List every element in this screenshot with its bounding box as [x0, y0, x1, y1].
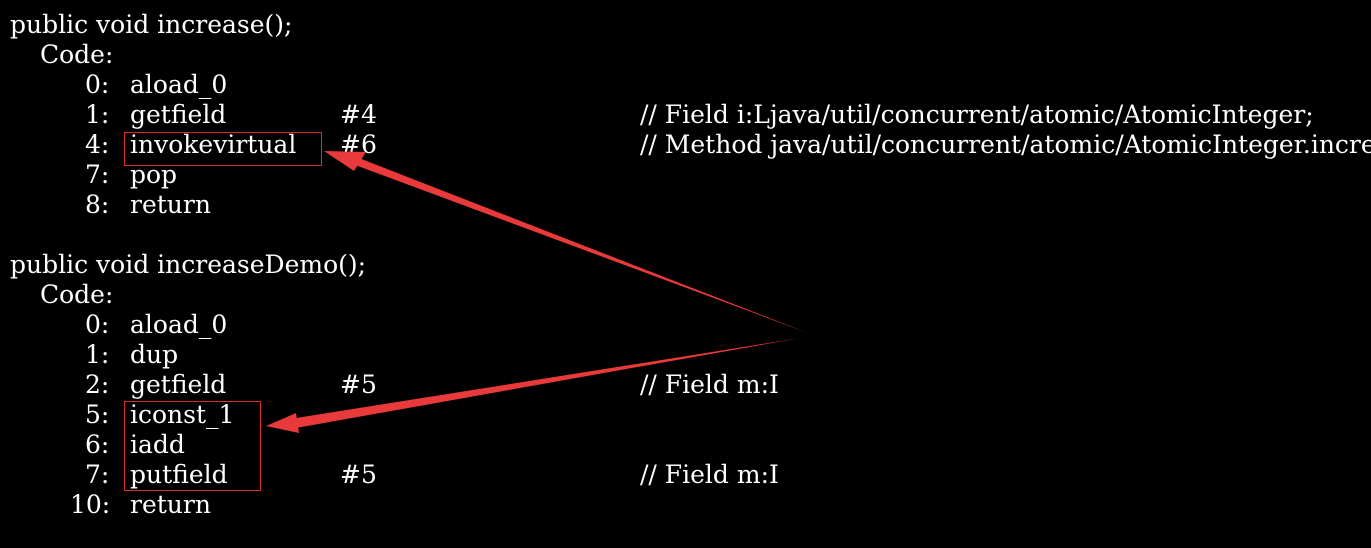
bytecode-index: 8:	[85, 190, 110, 219]
method-signature-increase: public void increase();	[10, 10, 292, 40]
bytecode-opcode: putfield	[130, 460, 228, 489]
bytecode-argument: #4	[340, 100, 377, 129]
arrow-to-invokevirtual	[355, 158, 808, 333]
bytecode-comment: // Field m:I	[640, 370, 779, 399]
bytecode-opcode: getfield	[130, 370, 227, 399]
bytecode-line: 2: getfield #5 // Field m:I	[10, 370, 779, 400]
bytecode-index: 7:	[85, 460, 110, 489]
highlight-box-iadd-sequence	[124, 401, 261, 491]
bytecode-opcode: iconst_1	[130, 400, 235, 429]
bytecode-index: 1:	[85, 100, 110, 129]
highlight-box-invokevirtual	[124, 132, 322, 166]
bytecode-line: 10: return	[10, 490, 211, 520]
bytecode-opcode: iadd	[130, 430, 185, 459]
bytecode-comment: // Field i:Ljava/util/concurrent/atomic/…	[640, 100, 1314, 129]
bytecode-line: 7: pop	[10, 160, 177, 190]
code-label: Code:	[10, 280, 113, 310]
code-label-text: Code:	[40, 40, 114, 69]
bytecode-index: 10:	[70, 490, 111, 519]
bytecode-opcode: aload_0	[130, 310, 228, 339]
bytecode-opcode: getfield	[130, 100, 227, 129]
bytecode-opcode: invokevirtual	[130, 130, 297, 159]
bytecode-index: 0:	[85, 70, 110, 99]
bytecode-line: 8: return	[10, 190, 211, 220]
bytecode-line: 5: iconst_1	[10, 400, 234, 430]
bytecode-line: 1: getfield #4 // Field i:Ljava/util/con…	[10, 100, 1314, 130]
bytecode-opcode: aload_0	[130, 70, 228, 99]
bytecode-comment: // Field m:I	[640, 460, 779, 489]
bytecode-opcode: pop	[130, 160, 178, 189]
bytecode-index: 5:	[85, 400, 110, 429]
signature-text: public void increase();	[10, 10, 293, 39]
bytecode-comment: // Method java/util/concurrent/atomic/At…	[640, 130, 1371, 159]
bytecode-opcode: dup	[130, 340, 179, 369]
method-signature-increase-demo: public void increaseDemo();	[10, 250, 366, 280]
bytecode-index: 7:	[85, 160, 110, 189]
bytecode-line: 1: dup	[10, 340, 178, 370]
bytecode-index: 6:	[85, 430, 110, 459]
bytecode-line: 7: putfield #5 // Field m:I	[10, 460, 779, 490]
bytecode-opcode: return	[130, 190, 211, 219]
bytecode-line: 0: aload_0	[10, 310, 227, 340]
bytecode-line: 0: aload_0	[10, 70, 227, 100]
bytecode-index: 4:	[85, 130, 110, 159]
bytecode-index: 0:	[85, 310, 110, 339]
bytecode-line: 6: iadd	[10, 430, 185, 460]
bytecode-opcode: return	[130, 490, 211, 519]
bytecode-argument: #5	[340, 460, 377, 489]
bytecode-argument: #5	[340, 370, 377, 399]
signature-text: public void increaseDemo();	[10, 250, 367, 279]
code-label-text: Code:	[40, 280, 114, 309]
bytecode-index: 2:	[85, 370, 110, 399]
bytecode-index: 1:	[85, 340, 110, 369]
bytecode-line: 4: invokevirtual #6 // Method java/util/…	[10, 130, 1371, 160]
code-label: Code:	[10, 40, 113, 70]
arrowhead-iadd-sequence	[266, 413, 299, 433]
bytecode-argument: #6	[340, 130, 377, 159]
